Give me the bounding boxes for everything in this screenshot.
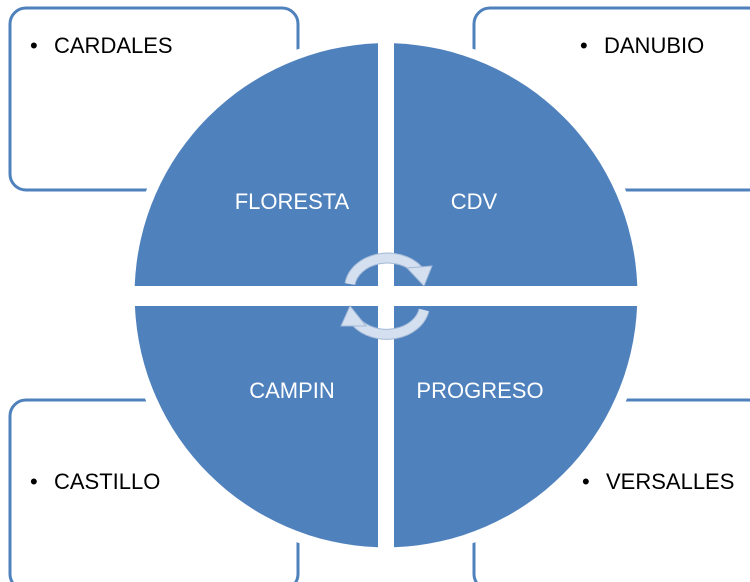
quadrant-top-left (134, 43, 378, 286)
box-bottom-left-bullet: • (30, 469, 38, 494)
box-top-right-text: DANUBIO (604, 33, 704, 58)
quadrant-bottom-left (134, 306, 378, 548)
quadrant-top-right (394, 43, 638, 286)
box-bottom-right-text: VERSALLES (606, 469, 734, 494)
box-top-right-bullet: • (580, 33, 588, 58)
circle-backing (124, 34, 648, 558)
quadrant-bottom-right (394, 306, 638, 548)
box-bottom-left-text: CASTILLO (54, 469, 160, 494)
quadrant-label-bottom-left: CAMPIN (249, 378, 335, 403)
quadrant-label-top-right: CDV (451, 189, 498, 214)
circular-arrows-icon (340, 252, 433, 340)
quadrant-label-bottom-right: PROGRESO (416, 378, 543, 403)
box-top-left-text: CARDALES (54, 33, 173, 58)
box-bottom-right-bullet: • (582, 469, 590, 494)
box-top-left-bullet: • (30, 33, 38, 58)
quadrant-label-top-left: FLORESTA (235, 189, 350, 214)
